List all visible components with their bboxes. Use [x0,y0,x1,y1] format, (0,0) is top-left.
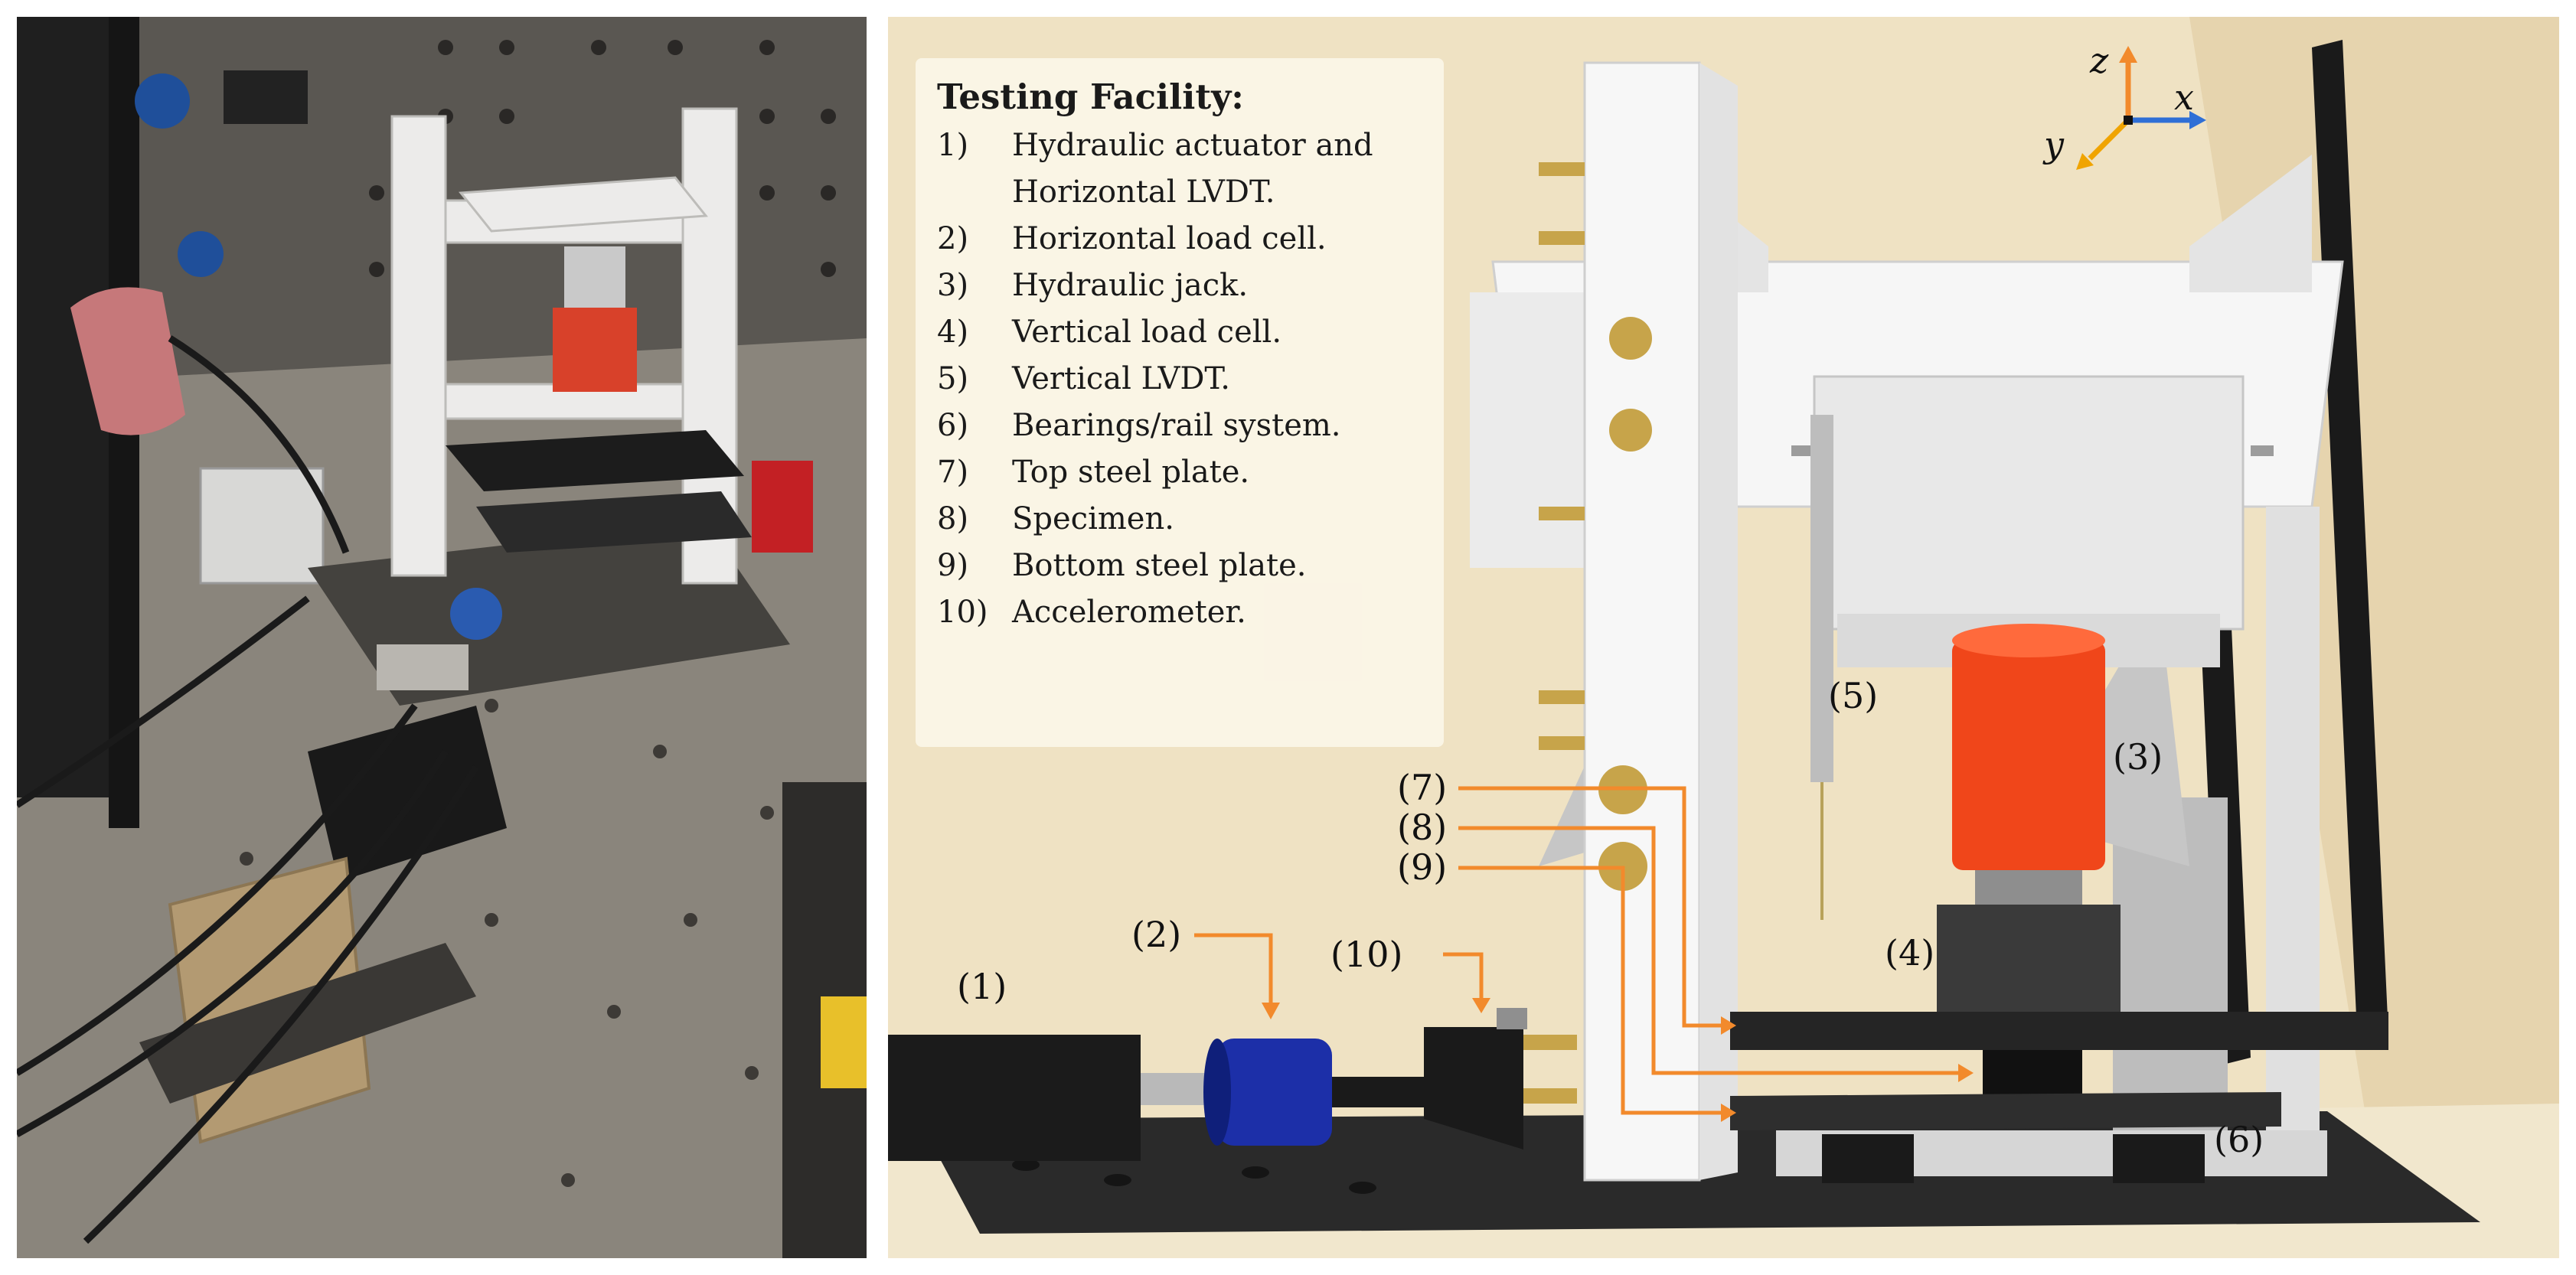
lab-photo-illustration [17,17,867,1258]
top-steel-plate [1730,1012,2388,1050]
callout-vertical-load-cell: (4) [1885,932,1935,973]
testing-facility-legend: Testing Facility: 1)Hydraulic actuator a… [916,58,1444,747]
legend-item: 7)Top steel plate. [937,455,1250,490]
legend-item: 9)Bottom steel plate. [937,548,1307,583]
axes-triad [2076,46,2206,170]
legend-list: 1)Hydraulic actuator and Horizontal LVDT… [937,122,1422,636]
vertical-load-cell [1937,905,2121,1019]
lab-photo [17,17,867,1258]
legend-item: 1)Hydraulic actuator and Horizontal LVDT… [937,128,1373,210]
legend-item: 6)Bearings/rail system. [937,408,1341,443]
callout-specimen: (8) [1397,807,1448,848]
legend-item: 8)Specimen. [937,501,1174,536]
legend-item: 4)Vertical load cell. [937,315,1282,350]
legend-title: Testing Facility: [937,77,1244,117]
bottom-steel-plate [1730,1092,2281,1130]
render-panel: Testing Facility: 1)Hydraulic actuator a… [888,17,2559,1258]
horizontal-load-cell [1217,1039,1332,1146]
callout-bearings: (6) [2214,1119,2264,1160]
axis-label-x: x [2174,77,2194,118]
hydraulic-actuator [888,1035,1141,1161]
axis-label-y: y [2044,124,2064,165]
callout-hydraulic-jack: (3) [2113,736,2163,778]
legend-item: 3)Hydraulic jack. [937,268,1249,303]
legend-item: 10)Accelerometer. [937,595,1246,630]
legend-item: 5)Vertical LVDT. [937,361,1230,396]
callout-arrows [1194,786,1960,1115]
callout-actuator: (1) [957,966,1007,1007]
legend-item: 2)Horizontal load cell. [937,221,1327,256]
callout-vertical-lvdt: (5) [1828,675,1879,716]
hydraulic-jack [1952,641,2105,870]
callout-bottom-plate: (9) [1397,846,1448,888]
accelerometer [1497,1008,1527,1029]
callout-horizontal-load-cell: (2) [1131,914,1182,955]
axis-label-z: z [2090,40,2109,81]
callout-top-plate: (7) [1397,767,1448,808]
callout-accelerometer: (10) [1330,934,1403,975]
specimen [1983,1050,2082,1096]
